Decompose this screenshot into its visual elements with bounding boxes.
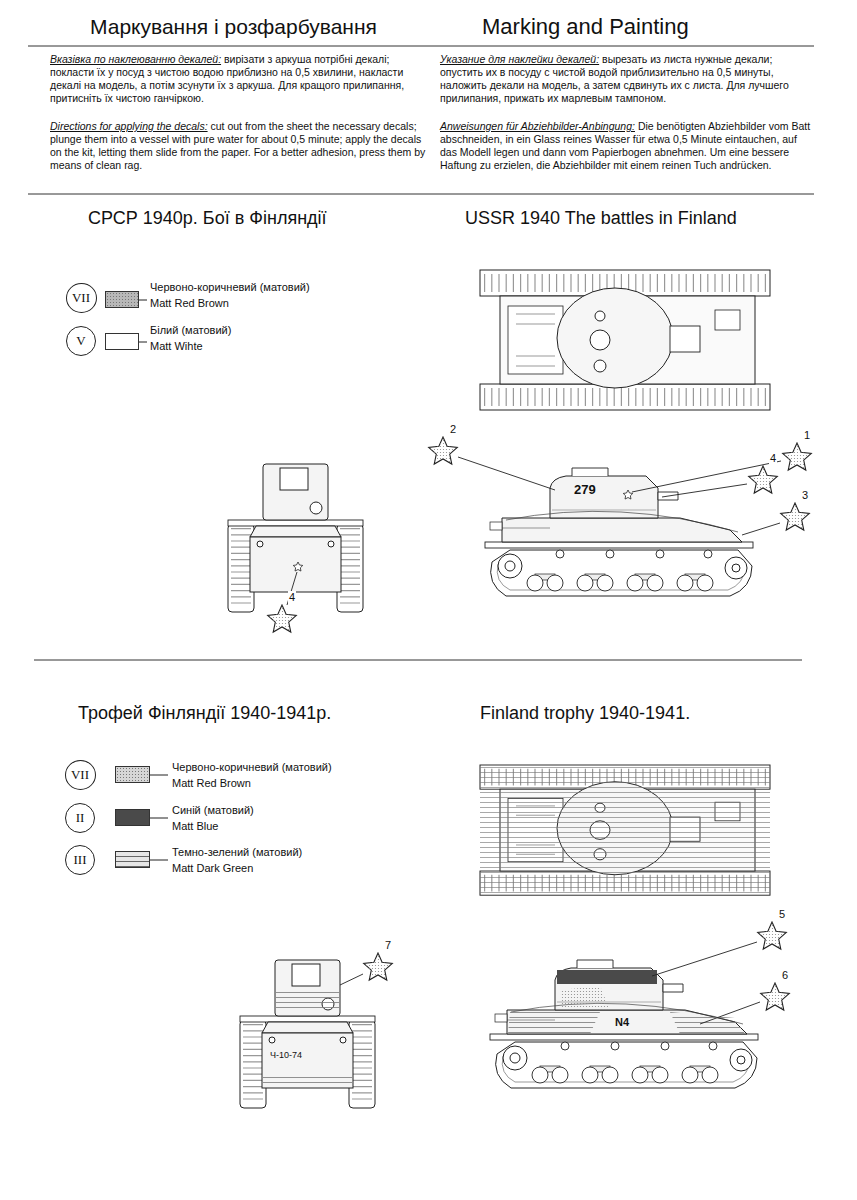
color-name: Matt Blue: [172, 820, 218, 833]
section-title: Finland trophy 1940-1941.: [480, 703, 690, 725]
legend-text: Синій (матовий): [172, 804, 254, 817]
callout-number: 1: [803, 429, 811, 441]
color-name: Matt Wihte: [150, 340, 203, 353]
decal-callout-star: 7: [362, 952, 394, 984]
color-swatch: [105, 291, 139, 308]
color-name: Matt Dark Green: [172, 862, 253, 875]
star-outline: [756, 921, 788, 953]
star-outline: [747, 465, 779, 497]
turret-number: 279: [574, 482, 596, 498]
plate-number: Ч-10-74: [270, 1050, 302, 1061]
color-name: Matt Red Brown: [172, 777, 251, 790]
color-number-circle: VII: [66, 283, 97, 313]
star-outline: [427, 436, 459, 468]
color-number-circle: III: [65, 845, 95, 875]
page-title: Маркування і розфарбування: [90, 14, 377, 39]
color-number: III: [74, 852, 87, 867]
instruction-heading: Указание для наклейки декалей:: [440, 53, 599, 65]
decal-callout-star: 2: [427, 436, 459, 468]
callout-number: 2: [449, 423, 457, 435]
instruction-paragraph: Вказівка по наклеюванню декалей: вирізат…: [50, 53, 428, 105]
callout-number: 7: [384, 939, 392, 951]
page-title: Marking and Painting: [482, 14, 689, 40]
color-swatch: [115, 851, 150, 868]
decal-callout-star: 4: [266, 604, 298, 636]
hull-marking: N4: [615, 1016, 629, 1029]
decal-callout-star: 6: [759, 982, 791, 1014]
color-number: VII: [72, 290, 90, 305]
color-number: VII: [71, 767, 89, 782]
color-number-circle: V: [66, 326, 96, 356]
color-name: Matt Red Brown: [150, 297, 229, 310]
color-number-circle: VII: [65, 760, 96, 790]
star-outline: [362, 952, 394, 984]
section-title: USSR 1940 The battles in Finland: [465, 208, 737, 230]
instruction-paragraph: Указание для наклейки декалей: вырезать …: [440, 53, 815, 105]
star-outline: [781, 442, 813, 474]
instruction-heading: Anweisungen für Abziehbilder-Anbingung:: [440, 120, 635, 132]
star-outline: [759, 982, 791, 1014]
instruction-paragraph: Directions for applying the decals: cut …: [50, 120, 428, 172]
decal-callout-star: 3: [779, 502, 811, 534]
star-outline: [779, 502, 811, 534]
instruction-paragraph: Anweisungen für Abziehbilder-Anbingung: …: [440, 120, 815, 172]
callout-number: 6: [781, 969, 789, 981]
decal-callout-star: 1: [781, 442, 813, 474]
color-number: V: [76, 333, 85, 348]
callout-number: 4: [769, 452, 777, 464]
decal-callout-star: 4: [747, 465, 779, 497]
section-title: СРСР 1940р. Бої в Фінляндії: [88, 208, 327, 230]
color-number: II: [76, 810, 85, 825]
legend-text: Темно-зелений (матовий): [172, 846, 302, 859]
legend-text: Червоно-коричневий (матовий): [150, 281, 310, 294]
star-outline: [266, 604, 298, 636]
callout-number: 5: [778, 908, 786, 920]
callout-number: 4: [288, 591, 296, 603]
instruction-heading: Directions for applying the decals:: [50, 120, 208, 132]
legend-text: Білий (матовий): [150, 324, 231, 337]
color-swatch: [105, 333, 139, 350]
callout-number: 3: [801, 489, 809, 501]
decal-callout-star: 5: [756, 921, 788, 953]
instruction-heading: Вказівка по наклеюванню декалей:: [50, 53, 221, 65]
color-number-circle: II: [65, 803, 95, 833]
legend-text: Червоно-коричневий (матовий): [172, 761, 332, 774]
section-title: Трофей Фінляндії 1940-1941р.: [78, 703, 331, 725]
color-swatch: [115, 809, 150, 826]
color-swatch: [115, 766, 150, 783]
